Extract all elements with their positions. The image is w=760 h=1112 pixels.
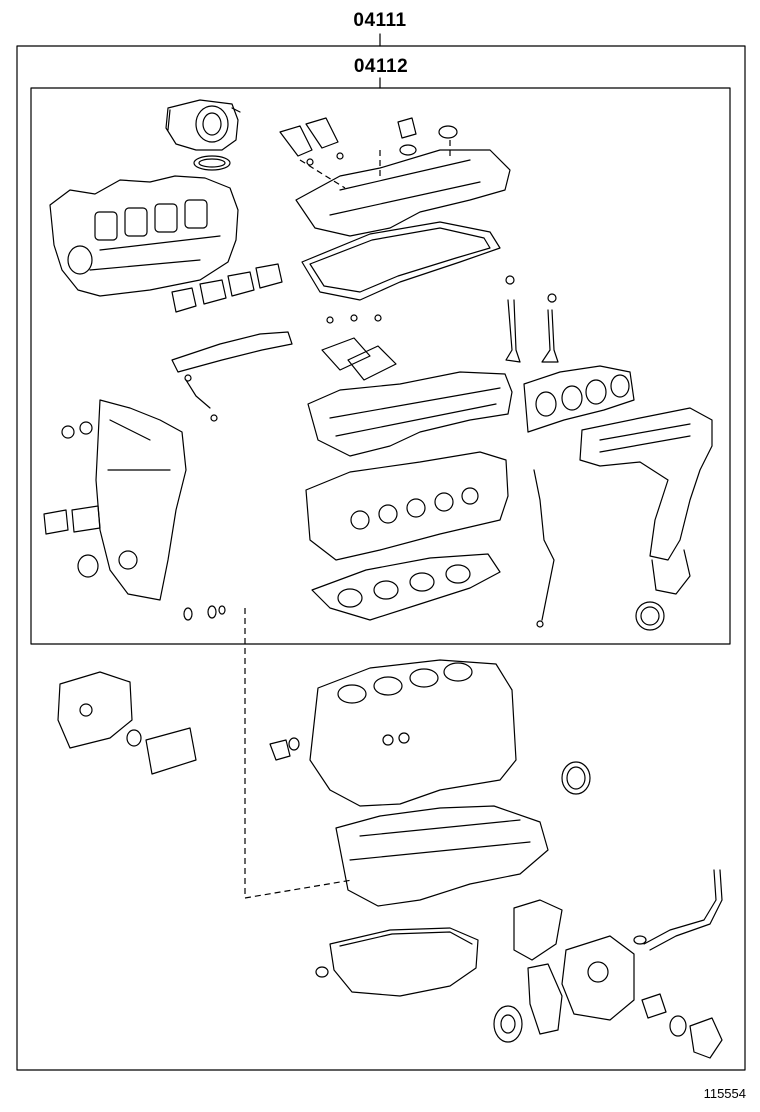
cylinder-block [269, 659, 591, 807]
exhaust-manifold [579, 407, 713, 631]
throttle-body [165, 99, 241, 171]
intake-manifold-gaskets [171, 263, 283, 313]
oil-pan [335, 805, 549, 907]
kit-frames [16, 33, 746, 1071]
inner-kit-frame [30, 87, 731, 645]
cylinder-head-cover-gasket [301, 221, 501, 301]
injectors [279, 117, 346, 189]
water-inlet [641, 993, 723, 1059]
cylinder-head [305, 451, 509, 561]
fuel-delivery-pipe [171, 331, 293, 422]
oil-strainer [633, 869, 723, 951]
engine-mounting-bracket [57, 671, 197, 775]
figure-number: 115554 [703, 1086, 746, 1101]
overhaul-kit-code: 04111 [353, 10, 407, 31]
valves [505, 275, 559, 363]
connector-line [244, 608, 353, 899]
camshaft-housing [307, 371, 513, 457]
timing-chain-cover [43, 399, 226, 621]
gasket-kit-code: 04112 [353, 56, 409, 77]
intake-manifold [49, 175, 239, 297]
cylinder-head-cover [295, 117, 511, 237]
oil-pan-no2 [315, 927, 479, 997]
cylinder-head-gasket [311, 553, 501, 621]
oil-pump [493, 899, 635, 1043]
camshaft-bearing-caps [321, 314, 397, 381]
exhaust-manifold-gasket [523, 365, 635, 433]
oil-level-gauge-guide [533, 469, 555, 628]
outer-kit-frame [16, 45, 746, 1071]
